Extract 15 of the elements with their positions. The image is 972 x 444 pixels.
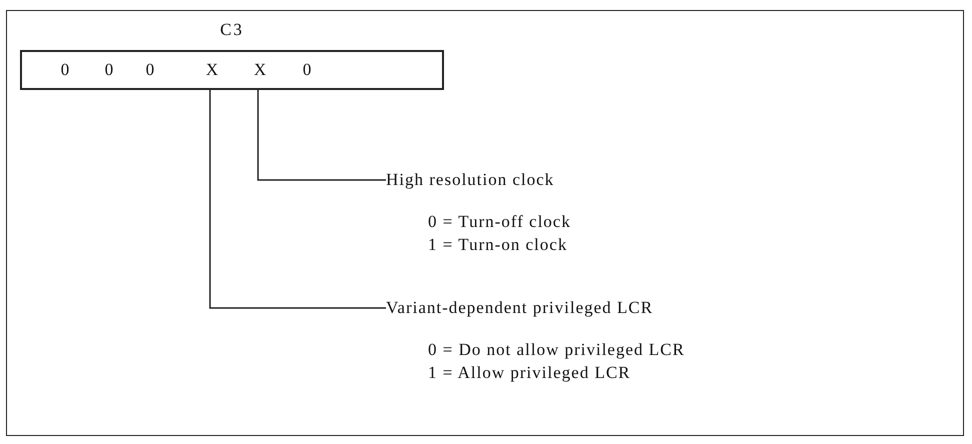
- value-meaning: 1 = Allow privileged LCR: [428, 363, 631, 383]
- field-description: Variant-dependent privileged LCR: [386, 298, 654, 318]
- value-meaning: 0 = Do not allow privileged LCR: [428, 340, 685, 360]
- value-meaning: 1 = Turn-on clock: [428, 235, 568, 255]
- value-meaning: 0 = Turn-off clock: [428, 212, 571, 232]
- leader-line: [257, 90, 386, 181]
- bit-value: X: [197, 52, 227, 88]
- bit-value: 0: [292, 52, 322, 88]
- field-description: High resolution clock: [386, 170, 554, 190]
- leader-line: [209, 90, 386, 309]
- bit-value: X: [245, 52, 275, 88]
- bit-value: 0: [50, 52, 80, 88]
- bit-value: 0: [94, 52, 124, 88]
- register-name: C3: [220, 20, 244, 40]
- bit-value: 0: [135, 52, 165, 88]
